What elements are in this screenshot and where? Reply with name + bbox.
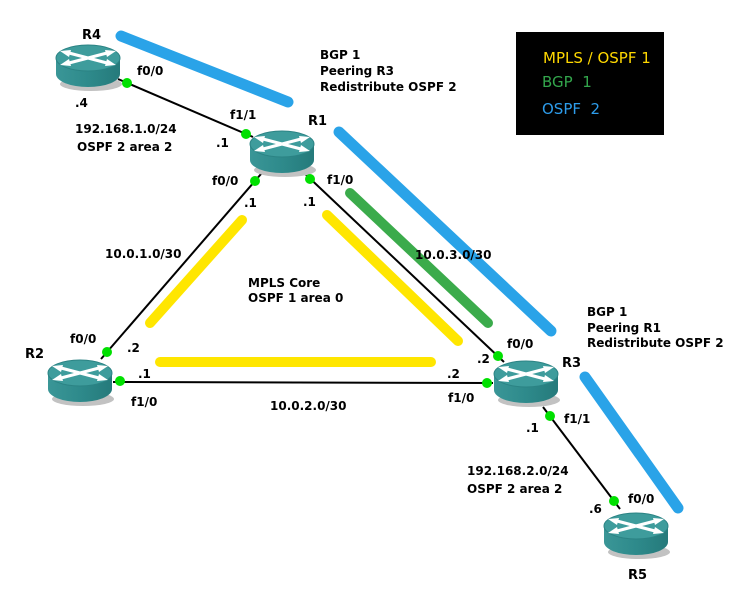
addr-label-r3-f1-1: .1 xyxy=(526,421,539,435)
router-r1[interactable]: R1 xyxy=(248,114,327,179)
legend: MPLS / OSPF 1 BGP 1 OSPF 2 xyxy=(516,32,664,135)
interface-dot-r2-f0-0 xyxy=(102,347,112,357)
interface-dot-r3-f1-0 xyxy=(482,378,492,388)
addr-label-r2-f0-0: .2 xyxy=(127,341,140,355)
addr-label-r2-f1-0: .1 xyxy=(138,367,151,381)
router-r4-label: R4 xyxy=(82,28,101,43)
addr-label-r1-f0-0: .1 xyxy=(244,196,257,210)
annotation-lan-r5-line1: 192.168.2.0/24 xyxy=(467,464,569,478)
annotation-mpls-core-line2: OSPF 1 area 0 xyxy=(248,291,343,305)
link-r2-r3[interactable] xyxy=(112,381,494,384)
router-r4-icon[interactable] xyxy=(54,43,124,93)
legend-item-mpls-ospf1: MPLS / OSPF 1 xyxy=(543,49,651,67)
annotation-r1-bgp-line1: BGP 1 xyxy=(320,48,360,62)
annotation-r1-bgp: BGP 1 Peering R3 Redistribute OSPF 2 xyxy=(320,48,457,94)
router-r1-label: R1 xyxy=(308,114,327,129)
interface-dot-r2-f1-0 xyxy=(115,376,125,386)
annotation-r3-bgp-line1: BGP 1 xyxy=(587,305,627,319)
router-r5[interactable]: R5 xyxy=(602,511,672,583)
annotation-r1-bgp-line2: Peering R3 xyxy=(320,64,394,78)
ospf2-highlight-r4-r1 xyxy=(115,30,294,108)
router-r5-label: R5 xyxy=(628,568,647,583)
legend-item-bgp1: BGP 1 xyxy=(542,73,592,91)
annotation-r3-bgp-line2: Peering R1 xyxy=(587,321,661,335)
router-r5-icon[interactable] xyxy=(602,511,672,561)
router-r1-icon[interactable] xyxy=(248,129,318,179)
iface-label-r2-f1-0: f1/0 xyxy=(131,395,157,409)
annotation-r1-bgp-line3: Redistribute OSPF 2 xyxy=(320,80,457,94)
addr-label-r5-f0-0: .6 xyxy=(589,502,602,516)
legend-box xyxy=(516,32,664,135)
mpls-highlight-r1-r2 xyxy=(145,215,247,328)
iface-label-r1-f1-1: f1/1 xyxy=(230,108,256,122)
interface-dot-r1-f1-0 xyxy=(305,174,315,184)
legend-item-ospf2: OSPF 2 xyxy=(542,100,600,118)
iface-label-r1-f1-0: f1/0 xyxy=(327,173,353,187)
annotation-lan-r4-line1: 192.168.1.0/24 xyxy=(75,122,177,136)
subnet-label-r2-r3: 10.0.2.0/30 xyxy=(270,399,347,413)
router-r3[interactable]: R3 xyxy=(492,356,581,409)
interface-dot-r3-f1-1 xyxy=(545,411,555,421)
iface-label-r3-f1-1: f1/1 xyxy=(564,412,590,426)
annotation-mpls-core-line1: MPLS Core xyxy=(248,276,320,290)
annotation-lan-r4-line2: OSPF 2 area 2 xyxy=(77,140,172,154)
mpls-highlight-r1-r3 xyxy=(322,210,463,346)
router-r4[interactable]: R4 xyxy=(54,28,124,93)
iface-label-r3-f1-0: f1/0 xyxy=(448,391,474,405)
addr-label-r3-f0-0: .2 xyxy=(477,352,490,366)
annotation-mpls-core: MPLS Core OSPF 1 area 0 xyxy=(248,276,343,305)
link-r1-r2[interactable] xyxy=(100,173,262,360)
iface-label-r3-f0-0: f0/0 xyxy=(507,337,533,351)
router-r3-icon[interactable] xyxy=(492,359,562,409)
iface-label-r2-f0-0: f0/0 xyxy=(70,332,96,346)
annotation-lan-r5-line2: OSPF 2 area 2 xyxy=(467,482,562,496)
interface-dot-r4-f0-0 xyxy=(122,78,132,88)
router-r2[interactable]: R2 xyxy=(25,347,116,408)
bgp1-highlight-r1-r3 xyxy=(345,188,493,328)
iface-label-r5-f0-0: f0/0 xyxy=(628,492,654,506)
ospf2-highlight-r1-r3 xyxy=(333,126,557,337)
interface-dot-r1-f1-1 xyxy=(241,129,251,139)
annotation-lan-r4: 192.168.1.0/24 OSPF 2 area 2 xyxy=(75,122,177,154)
link-r4-r1[interactable] xyxy=(117,78,254,138)
interface-dot-r5-f0-0 xyxy=(609,496,619,506)
router-r3-label: R3 xyxy=(562,356,581,371)
addr-label-r1-f1-0: .1 xyxy=(303,195,316,209)
annotation-r3-bgp-line3: Redistribute OSPF 2 xyxy=(587,336,724,350)
subnet-label-r1-r3: 10.0.3.0/30 xyxy=(415,248,492,262)
annotation-lan-r5: 192.168.2.0/24 OSPF 2 area 2 xyxy=(467,464,569,496)
link-r3-r5[interactable] xyxy=(542,406,621,510)
iface-label-r1-f0-0: f0/0 xyxy=(212,174,238,188)
addr-label-r4: .4 xyxy=(75,96,88,110)
link-r1-r3[interactable] xyxy=(300,169,505,363)
interface-dot-r1-f0-0 xyxy=(250,176,260,186)
iface-label-r4-f0-0: f0/0 xyxy=(137,64,163,78)
interface-dot-r3-f0-0 xyxy=(493,351,503,361)
annotation-r3-bgp: BGP 1 Peering R1 Redistribute OSPF 2 xyxy=(587,305,724,350)
ospf2-highlight-r3-r5 xyxy=(579,371,684,514)
router-r2-icon[interactable] xyxy=(46,358,116,408)
router-r2-label: R2 xyxy=(25,347,44,362)
addr-label-r3-f1-0: .2 xyxy=(447,367,460,381)
subnet-label-r1-r2: 10.0.1.0/30 xyxy=(105,247,182,261)
addr-label-r1-f1-1: .1 xyxy=(216,136,229,150)
